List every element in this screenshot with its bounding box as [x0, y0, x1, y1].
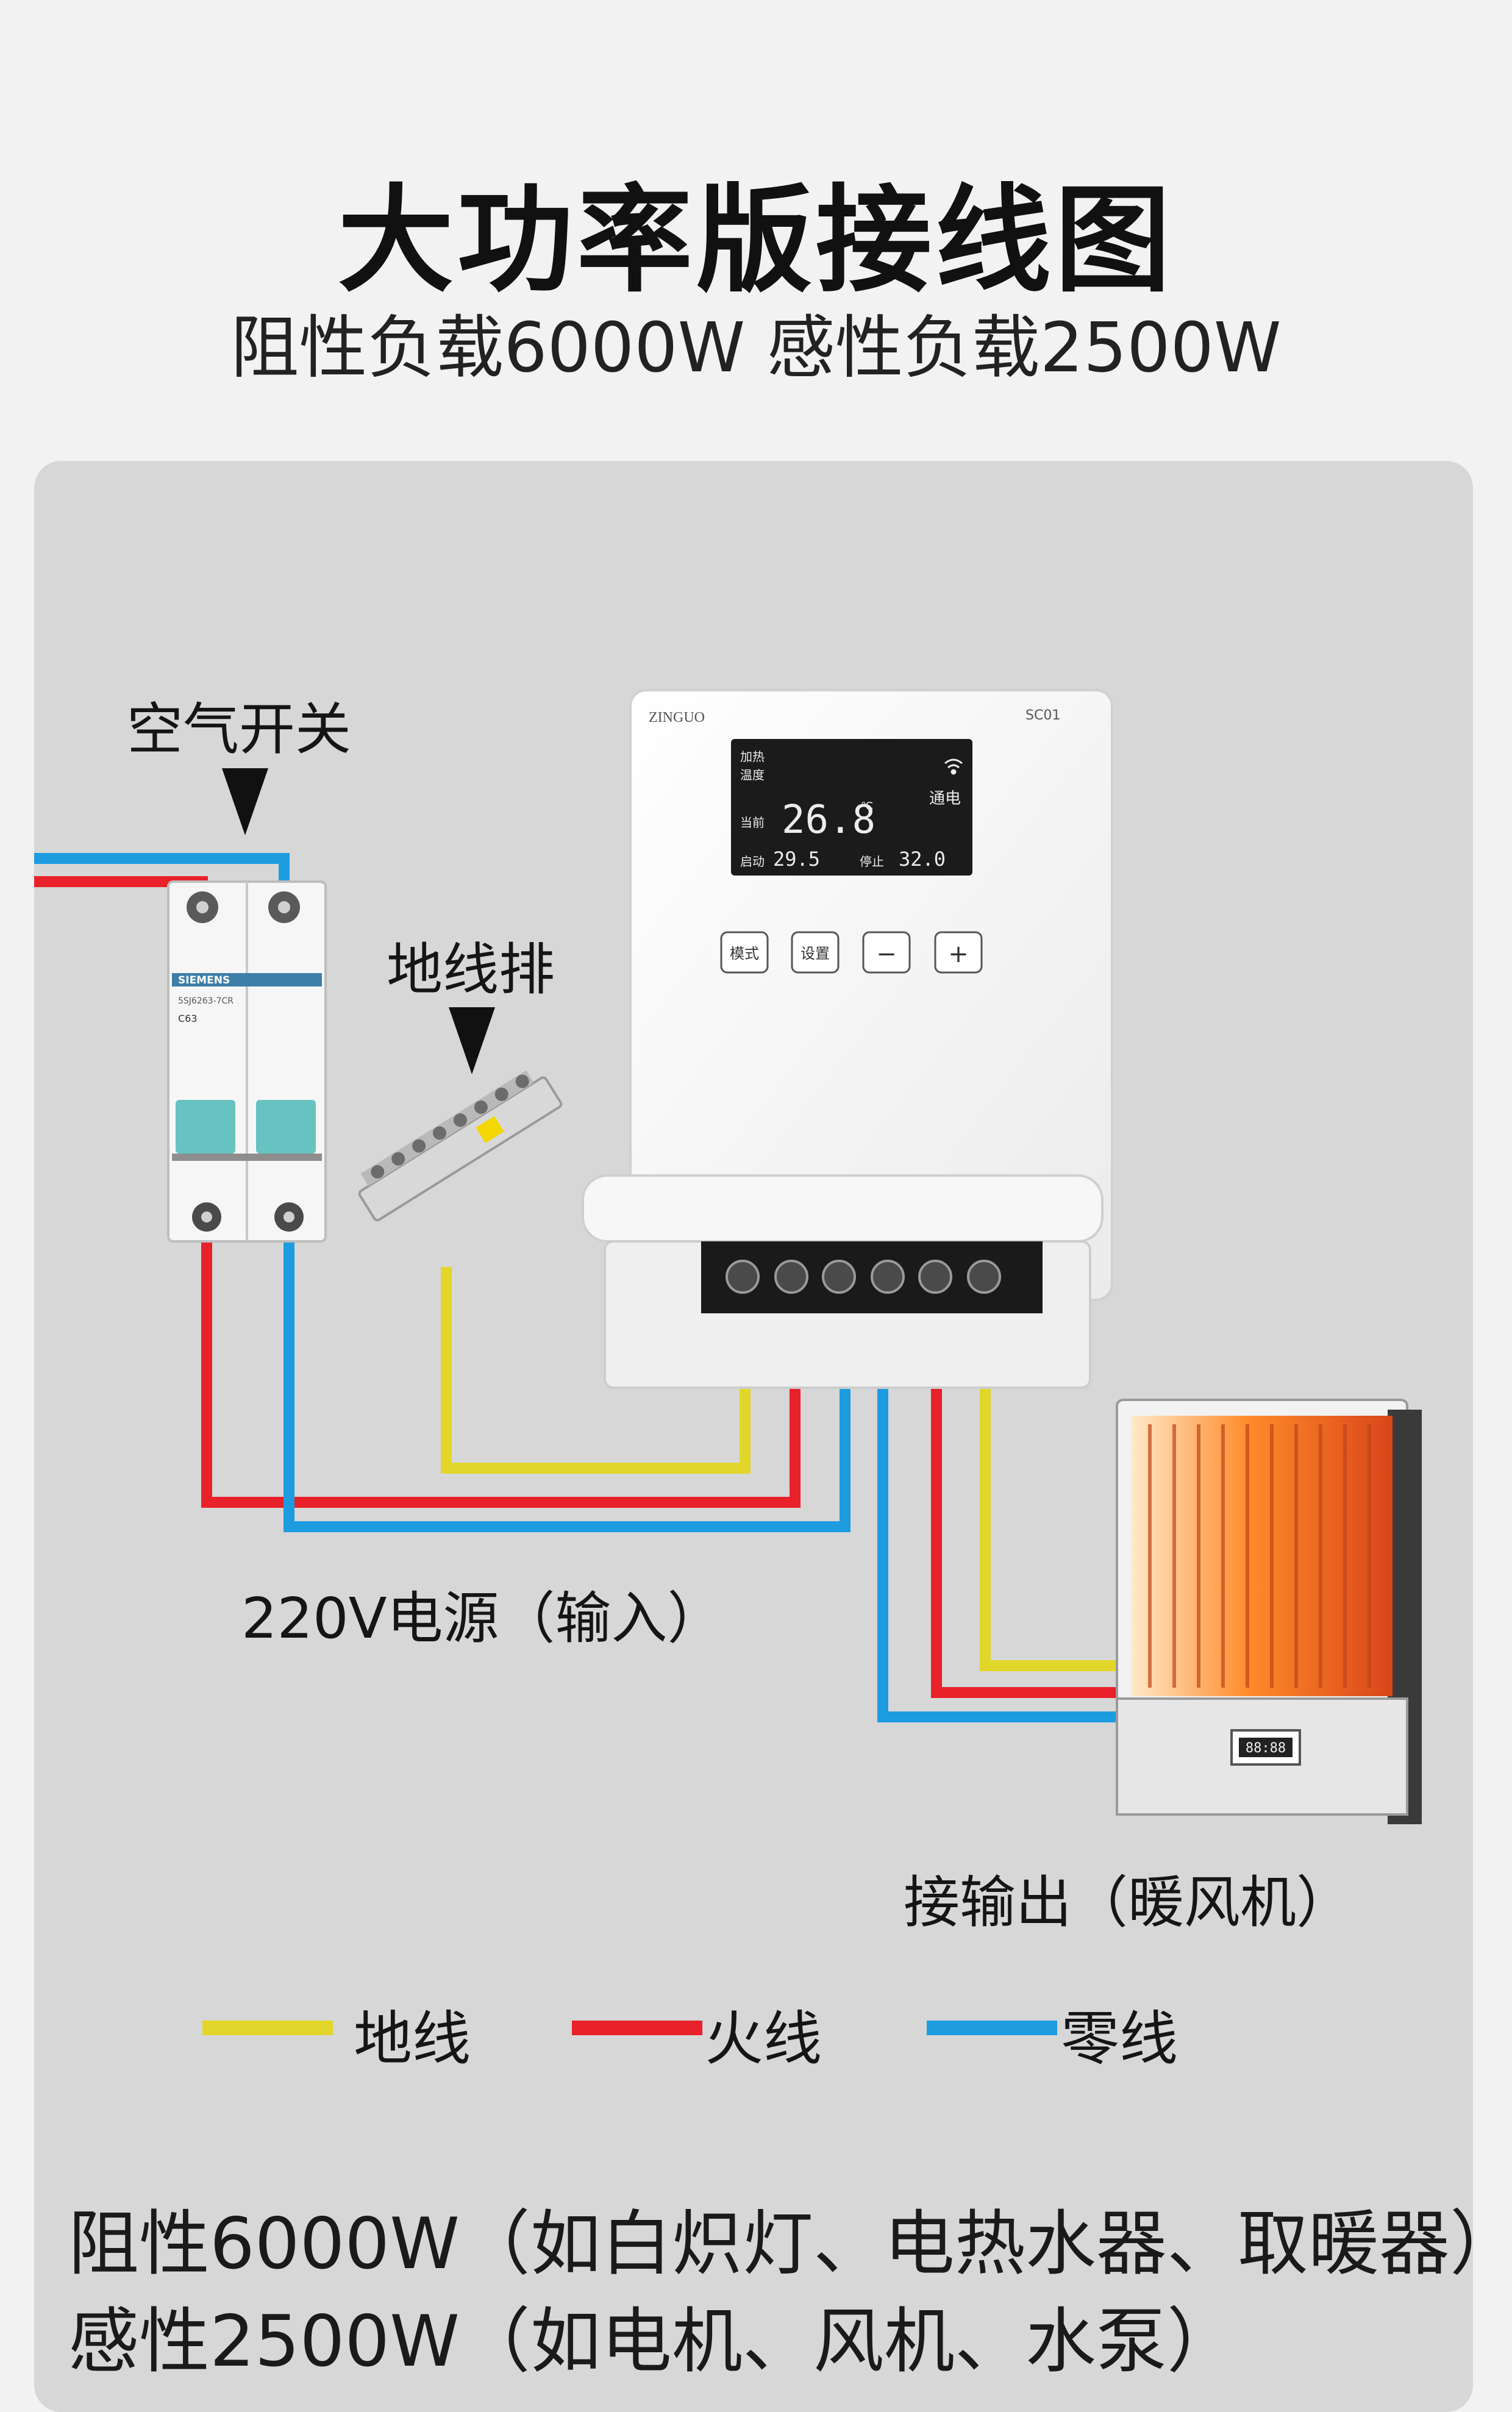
power-input-label: 220V电源（输入） [241, 1586, 724, 1651]
wiring-scene: SIEMENS 5SJ6263-7CR C63 ZINGUO SC01 [34, 689, 1422, 1824]
legend-ground-label: 地线 [354, 2005, 471, 2073]
heating-element [1132, 1416, 1393, 1696]
breaker-model: 5SJ6263-7CR [178, 996, 234, 1006]
inductive-load-note: 感性2500W（如电机、风机、水泵） [68, 2300, 1238, 2383]
terminal-cover [582, 1174, 1104, 1243]
svg-text:−: − [876, 940, 897, 968]
wifi-icon [944, 758, 963, 775]
ground-bar-arrow-icon [449, 1007, 495, 1074]
lcd-current-unit: ℃ [861, 800, 873, 813]
legend-live-label: 火线 [705, 2005, 822, 2073]
air-switch-arrow-icon [222, 768, 268, 835]
heater-display: 88:88 [1246, 1741, 1286, 1756]
lcd-stop-value: 32.0 [899, 847, 946, 871]
output-label: 接输出（暖风机） [904, 1870, 1353, 1935]
controller-device: ZINGUO SC01 加热 温度 当前 26.8 ℃ 通电 启动 29.5 停… [582, 689, 1113, 1389]
svg-text:模式: 模式 [730, 945, 759, 962]
ground-bar [358, 1070, 563, 1222]
legend-neutral-swatch [927, 2021, 1057, 2035]
neutral-wire-output [877, 1293, 1116, 1722]
controller-brand: ZINGUO [649, 710, 705, 726]
lcd-mode-line1: 加热 [740, 749, 765, 764]
mode-button: 模式 [720, 931, 769, 974]
live-wire-output [931, 1293, 1116, 1698]
page-title: 大功率版接线图 [337, 173, 1174, 308]
page-subtitle: 阻性负载6000W 感性负载2500W [230, 309, 1282, 388]
lcd-start-label: 启动 [740, 854, 765, 869]
legend-neutral-label: 零线 [1061, 2005, 1178, 2073]
air-switch-breaker: SIEMENS 5SJ6263-7CR C63 [167, 880, 327, 1243]
minus-button: − [862, 931, 911, 974]
controller-model: SC01 [1025, 708, 1060, 723]
resistive-load-note: 阻性6000W（如白炽灯、电热水器、取暖器） [68, 2203, 1473, 2285]
heater-device: 88:88 [1116, 1399, 1422, 1824]
breaker-rating: C63 [178, 1013, 198, 1024]
svg-text:设置: 设置 [801, 945, 830, 962]
lcd-status: 通电 [929, 790, 961, 808]
lcd-current-value: 26.8 [782, 797, 875, 843]
live-wire-to-controller [201, 1229, 801, 1508]
plus-button: + [934, 931, 983, 974]
legend-ground-swatch [202, 2021, 333, 2035]
neutral-wire-to-controller [284, 1229, 850, 1532]
air-switch-label: 空气开关 [127, 697, 352, 762]
lcd-stop-label: 停止 [860, 854, 884, 869]
svg-text:+: + [948, 940, 969, 968]
ground-wire-output [980, 1293, 1116, 1671]
legend-live-swatch [572, 2021, 702, 2035]
breaker-brand: SIEMENS [178, 974, 230, 987]
lcd-start-value: 29.5 [773, 847, 820, 871]
wiring-diagram-panel: SIEMENS 5SJ6263-7CR C63 ZINGUO SC01 [34, 461, 1473, 2412]
lcd-mode-line2: 温度 [740, 768, 765, 782]
ground-bar-label: 地线排 [387, 937, 555, 1002]
set-button: 设置 [791, 931, 840, 974]
neutral-wire-input [34, 853, 290, 888]
lcd-screen [731, 739, 972, 876]
lcd-current-label: 当前 [740, 815, 765, 830]
